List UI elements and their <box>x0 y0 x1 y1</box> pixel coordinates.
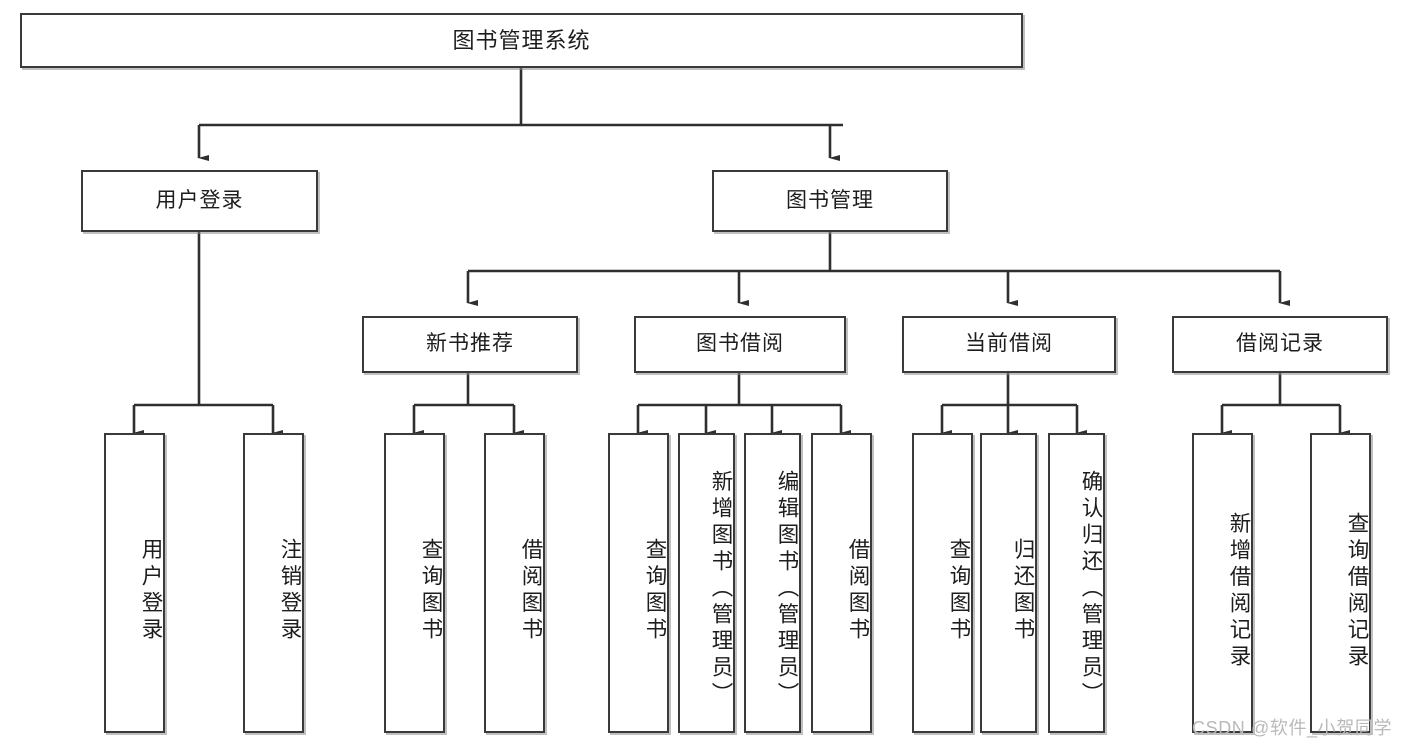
node-book-management[interactable]: 图书管理 <box>712 170 948 232</box>
leaf-borrow-book-new[interactable]: 借阅图书 <box>484 433 545 733</box>
watermark-text: CSDN @软件_小贺同学 <box>1192 718 1393 738</box>
leaf-borrow-book[interactable]: 借阅图书 <box>811 433 872 733</box>
leaf-add-book-admin[interactable]: 新增图书（管理员） <box>678 433 735 733</box>
leaf-query-book-new[interactable]: 查询图书 <box>384 433 445 733</box>
node-user-login[interactable]: 用户登录 <box>81 170 318 232</box>
leaf-logout[interactable]: 注销登录 <box>243 433 304 733</box>
leaf-query-borrow-record[interactable]: 查询借阅记录 <box>1310 433 1371 733</box>
node-current-borrow[interactable]: 当前借阅 <box>902 316 1116 373</box>
leaf-edit-book-admin[interactable]: 编辑图书（管理员） <box>744 433 801 733</box>
leaf-query-book-borrow[interactable]: 查询图书 <box>608 433 669 733</box>
leaf-confirm-return-admin[interactable]: 确认归还（管理员） <box>1048 433 1105 733</box>
leaf-return-book[interactable]: 归还图书 <box>980 433 1037 733</box>
leaf-query-book-current[interactable]: 查询图书 <box>912 433 973 733</box>
leaf-add-borrow-record[interactable]: 新增借阅记录 <box>1192 433 1253 733</box>
node-root[interactable]: 图书管理系统 <box>20 13 1023 68</box>
node-borrow-records[interactable]: 借阅记录 <box>1172 316 1388 373</box>
leaf-user-login[interactable]: 用户登录 <box>104 433 165 733</box>
node-book-borrow[interactable]: 图书借阅 <box>634 316 846 373</box>
node-new-book-recommend[interactable]: 新书推荐 <box>362 316 578 373</box>
